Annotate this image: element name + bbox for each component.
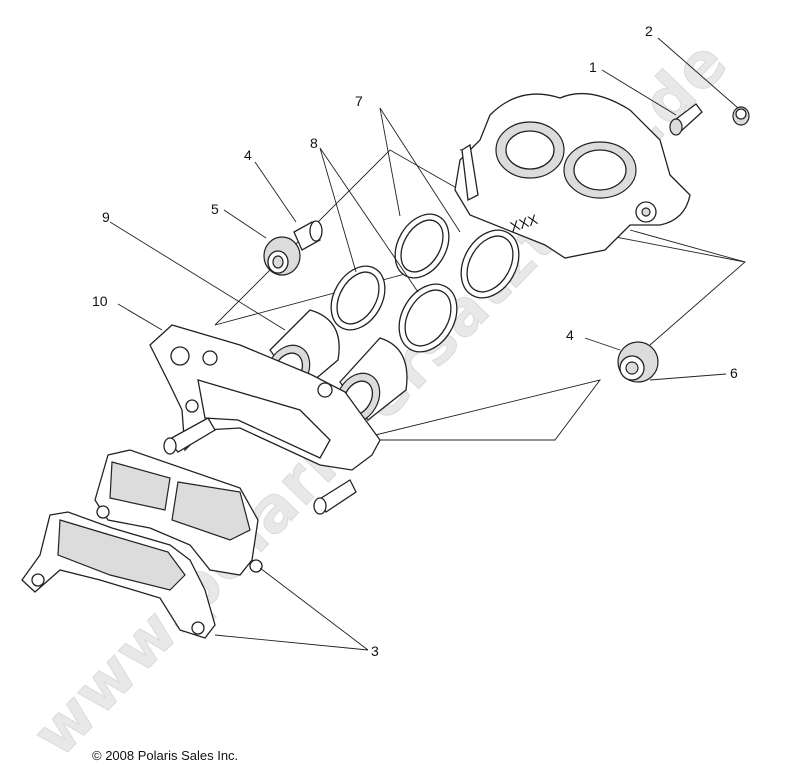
callout-2: 2: [645, 23, 653, 39]
callout-4-right: 4: [566, 327, 574, 343]
callout-7: 7: [355, 93, 363, 109]
brake-pad-inner: [94, 449, 263, 576]
brake-pad-outer: [21, 511, 216, 639]
pin-boot-left: [263, 236, 301, 276]
pin-boot-right: [617, 341, 659, 383]
callout-5: 5: [211, 201, 219, 217]
callout-8: 8: [310, 135, 318, 151]
piston-seals: [330, 213, 520, 353]
slide-pin-left: [293, 220, 323, 251]
copyright-notice: © 2008 Polaris Sales Inc.: [92, 748, 239, 763]
caliper-housing: XXX: [454, 92, 691, 259]
callout-10: 10: [92, 293, 108, 309]
callout-numbers: 1 2 3 4 4 5 6 7 8 9 10: [92, 23, 738, 659]
callout-leaders: [109, 37, 739, 651]
callout-9: 9: [102, 209, 110, 225]
callout-3: 3: [371, 643, 379, 659]
callout-6: 6: [730, 365, 738, 381]
callout-1: 1: [589, 59, 597, 75]
bleeder-screw: [669, 103, 703, 136]
caliper-bracket: [149, 324, 381, 515]
callout-4-left: 4: [244, 147, 252, 163]
bleeder-cap: [732, 106, 750, 126]
